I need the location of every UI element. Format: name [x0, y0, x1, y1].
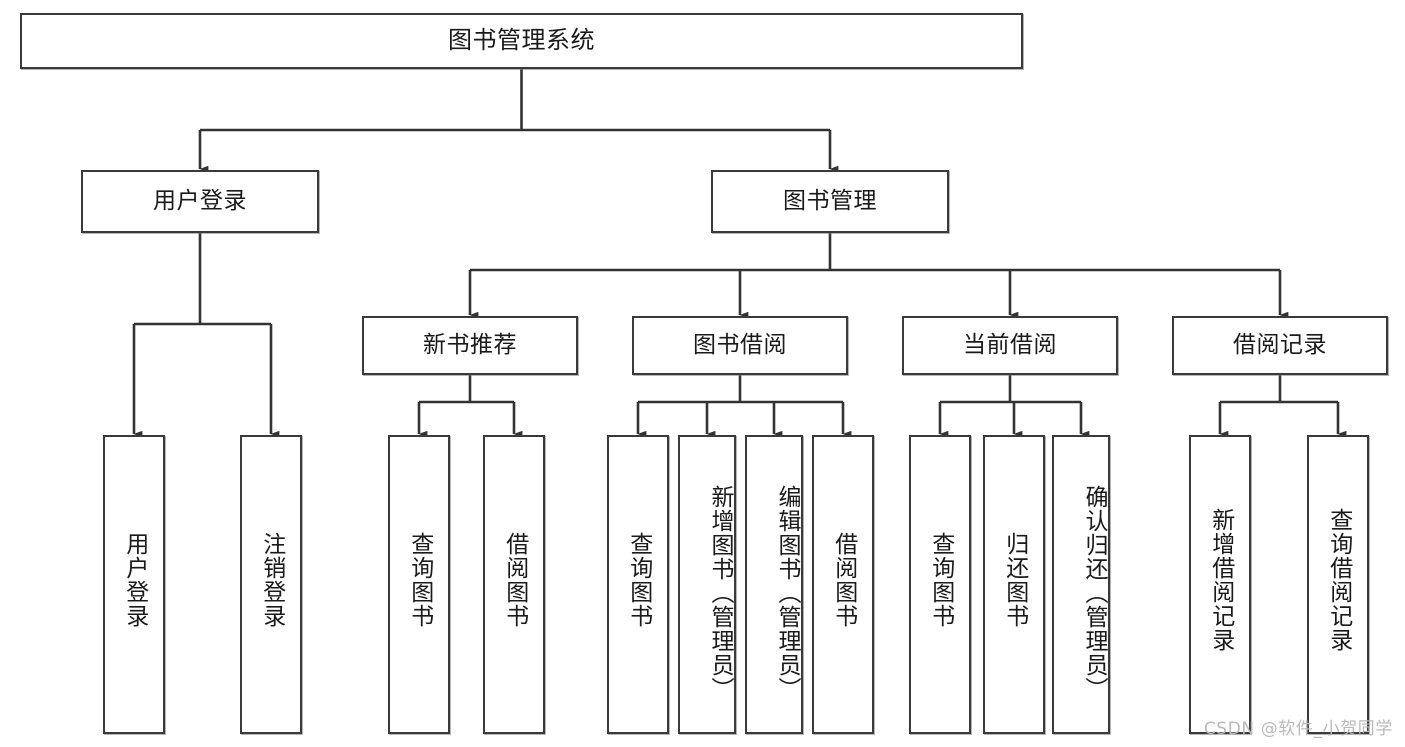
node-label: 当前借阅	[963, 332, 1057, 359]
node-label: 新书推荐	[423, 332, 517, 359]
node-leaf-borrow-book-1: 借阅图书	[483, 435, 545, 734]
node-book-borrow: 图书借阅	[632, 316, 848, 375]
node-label: 用户登录	[121, 531, 148, 628]
node-leaf-logout-login: 注销登录	[240, 435, 302, 734]
edges-group	[132, 69, 1347, 438]
node-leaf-query-borrow-record: 查询借阅记录	[1307, 435, 1369, 734]
node-book-manage: 图书管理	[711, 170, 949, 233]
node-label: 查询图书	[927, 531, 954, 628]
node-leaf-add-book: 新增图书（管理员）	[678, 435, 736, 734]
node-label: 新增借阅记录	[1207, 507, 1234, 652]
node-leaf-query-book-1: 查询图书	[388, 435, 450, 734]
node-leaf-user-login: 用户登录	[103, 435, 165, 734]
node-label: 编辑图书（管理员）	[774, 484, 800, 701]
node-leaf-borrow-book-2: 借阅图书	[812, 435, 874, 734]
node-label: 新增图书（管理员）	[707, 484, 733, 701]
node-leaf-query-book-3: 查询图书	[909, 435, 971, 734]
node-user-login: 用户登录	[81, 170, 319, 233]
watermark: CSDN @软件_小贺同学	[1203, 719, 1393, 739]
node-label: 注销登录	[258, 531, 285, 628]
node-label: 归还图书	[1001, 531, 1028, 628]
node-label: 用户登录	[153, 188, 247, 215]
node-label: 借阅记录	[1233, 332, 1327, 359]
node-label: 借阅图书	[501, 531, 528, 628]
node-label: 查询图书	[406, 531, 433, 628]
node-leaf-return-book: 归还图书	[983, 435, 1045, 734]
node-leaf-edit-book: 编辑图书（管理员）	[745, 435, 803, 734]
node-label: 图书管理	[783, 188, 877, 215]
node-label: 借阅图书	[830, 531, 857, 628]
node-label: 确认归还（管理员）	[1081, 484, 1107, 701]
node-new-book-recommend: 新书推荐	[362, 316, 578, 375]
node-label: 图书管理系统	[448, 26, 595, 55]
node-leaf-query-book-2: 查询图书	[607, 435, 669, 734]
node-borrow-record: 借阅记录	[1172, 316, 1388, 375]
node-leaf-add-borrow-record: 新增借阅记录	[1189, 435, 1251, 734]
node-root: 图书管理系统	[20, 13, 1023, 69]
node-label: 图书借阅	[693, 332, 787, 359]
node-label: 查询借阅记录	[1325, 507, 1352, 652]
node-label: 查询图书	[625, 531, 652, 628]
node-leaf-confirm-return: 确认归还（管理员）	[1052, 435, 1110, 734]
node-current-borrow: 当前借阅	[902, 316, 1118, 375]
